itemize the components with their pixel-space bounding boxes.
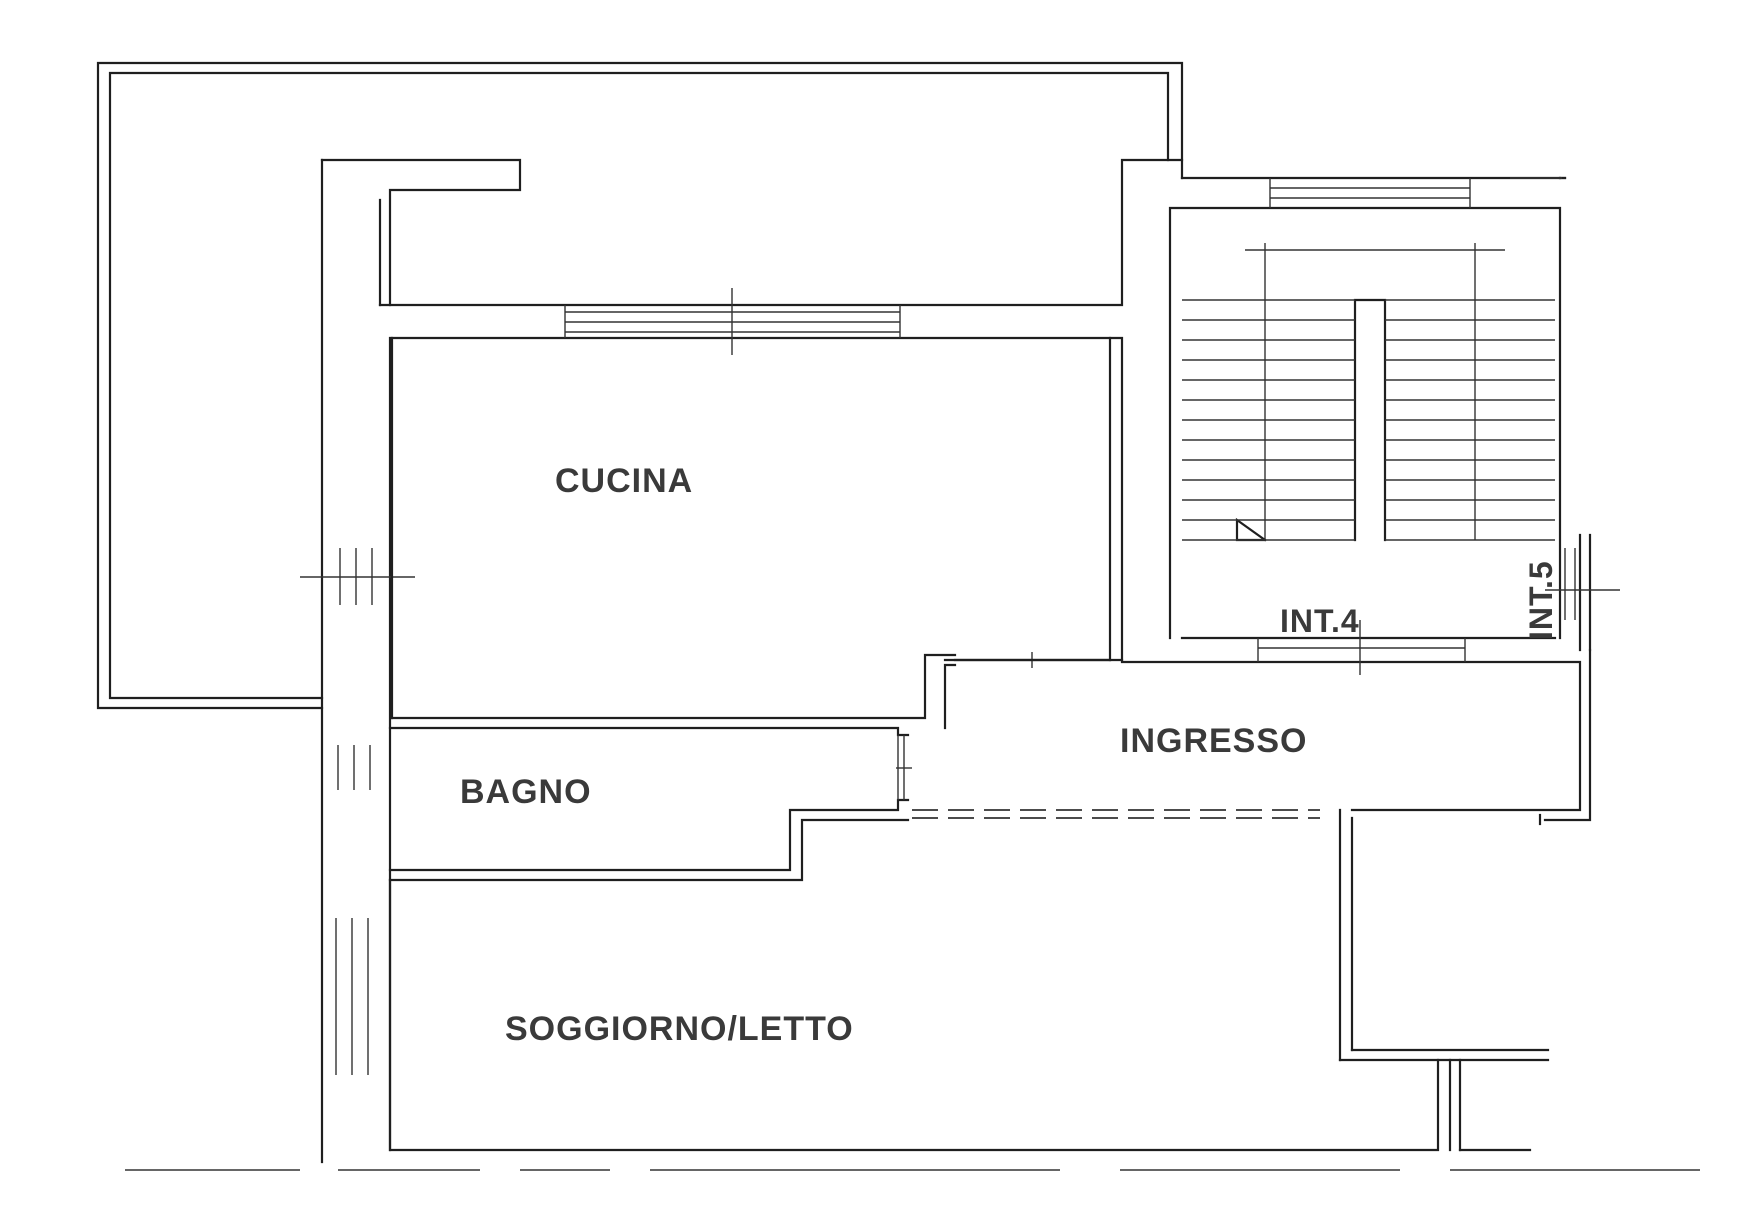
bathroom-walls — [388, 726, 912, 882]
room-label-soggiorno: SOGGIORNO/LETTO — [505, 1010, 854, 1048]
left-window-bath — [337, 745, 371, 790]
stair-treads-right — [1385, 299, 1555, 541]
stair-door — [1257, 620, 1466, 675]
living-walls — [388, 808, 1550, 1152]
left-window-living — [335, 918, 369, 1075]
ingresso-dashed-opening — [912, 809, 1320, 819]
kitchen-window-top — [564, 288, 901, 355]
unit-label-int5: INT.5 — [1523, 560, 1559, 640]
left-window-kitchen — [300, 548, 415, 605]
room-label-bagno: BAGNO — [460, 773, 592, 811]
ingresso-walls — [943, 648, 1592, 826]
int5-door — [1545, 533, 1620, 652]
stair-treads-left — [1182, 299, 1355, 541]
kitchen-walls — [378, 158, 1184, 730]
unit-label-int4: INT.4 — [1280, 603, 1360, 639]
terrace-outline — [96, 61, 1184, 710]
stairwell — [1168, 176, 1567, 640]
room-label-ingresso: INGRESSO — [1120, 722, 1307, 760]
room-label-cucina: CUCINA — [555, 462, 693, 500]
